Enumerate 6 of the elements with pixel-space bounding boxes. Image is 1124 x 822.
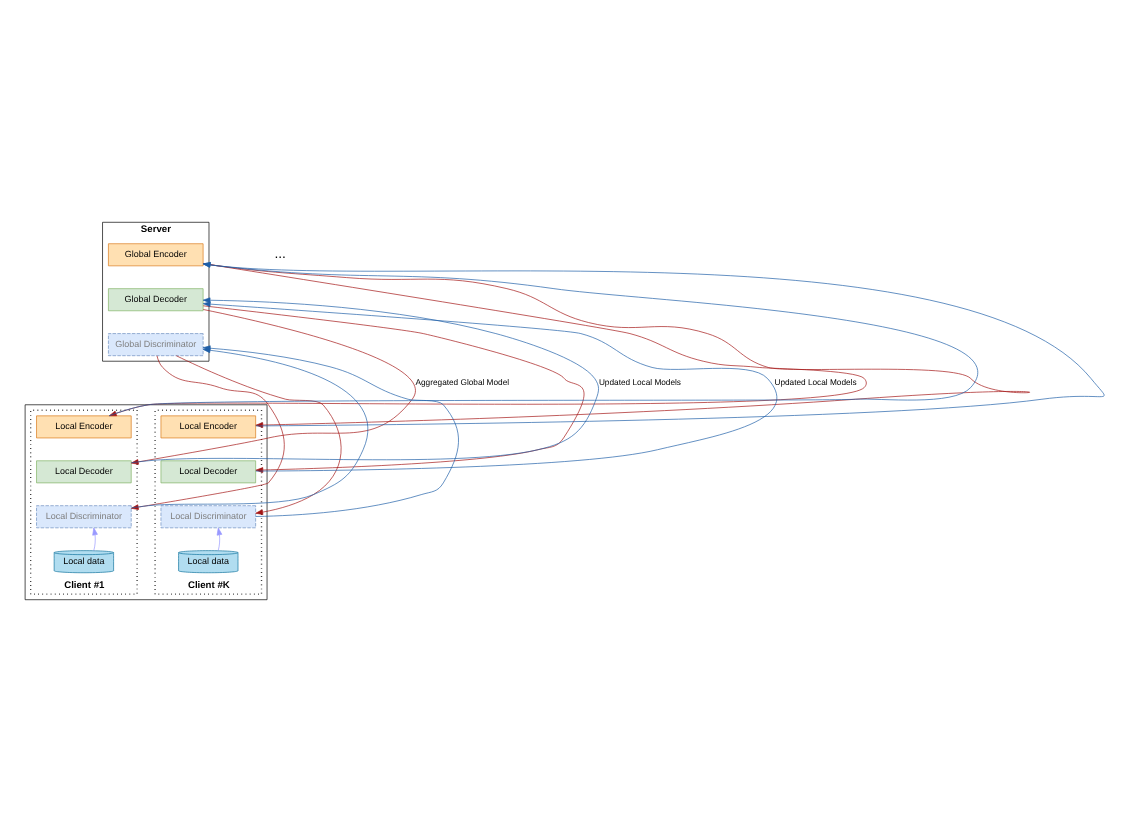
arrow	[176, 355, 342, 515]
arrow	[131, 297, 599, 464]
arrow	[216, 527, 223, 551]
arrow	[131, 309, 416, 465]
arrow	[92, 527, 98, 551]
arrow	[131, 355, 285, 510]
